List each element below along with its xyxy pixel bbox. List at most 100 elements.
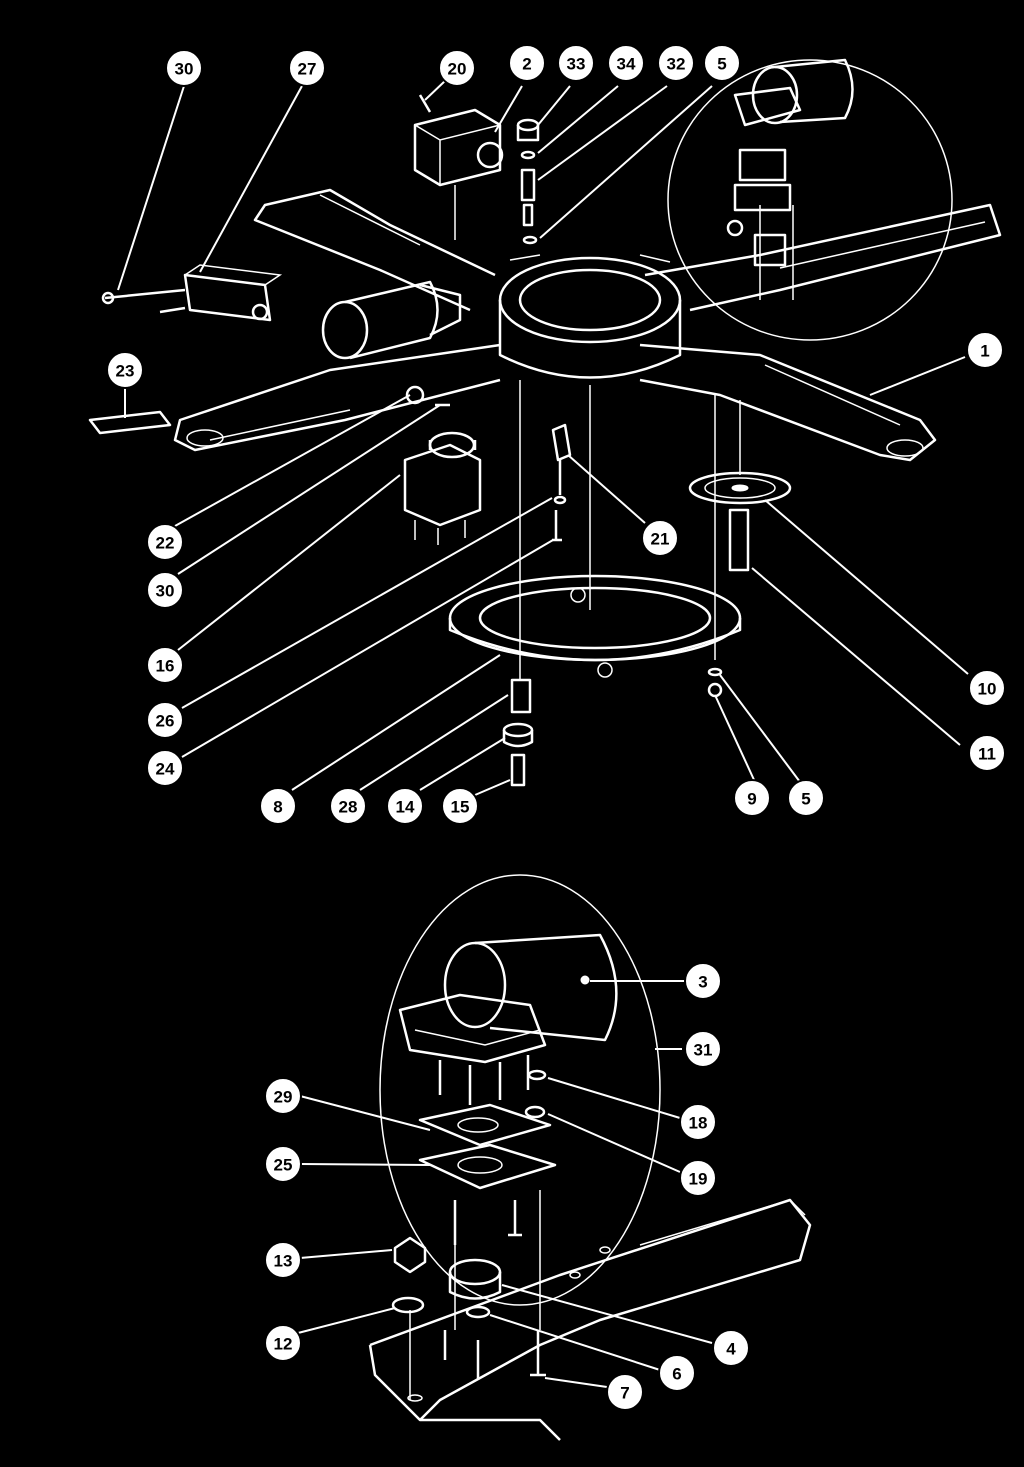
part-plate-29 xyxy=(418,1103,552,1147)
callout-11: 11 xyxy=(968,734,1006,772)
callout-6: 6 xyxy=(658,1354,696,1392)
callout-24: 24 xyxy=(146,749,184,787)
callout-20: 20 xyxy=(438,49,476,87)
svg-text:33: 33 xyxy=(567,55,586,74)
callout-34: 34 xyxy=(607,44,645,82)
part-shaft-11 xyxy=(728,508,750,572)
svg-text:34: 34 xyxy=(617,55,636,74)
svg-text:9: 9 xyxy=(747,790,756,809)
part-screw-30a xyxy=(104,288,186,300)
part-pinion-4 xyxy=(448,1258,502,1300)
svg-text:19: 19 xyxy=(689,1170,708,1189)
svg-text:18: 18 xyxy=(689,1114,708,1133)
callout-3: 3 xyxy=(684,962,722,1000)
part-arm-lower xyxy=(368,1198,812,1441)
part-washer-22 xyxy=(405,385,425,405)
part-washer-5b xyxy=(707,667,723,677)
detail-magnifier-circle xyxy=(667,59,953,341)
svg-text:28: 28 xyxy=(339,798,358,817)
svg-text:3: 3 xyxy=(698,973,707,992)
callouts: 30 27 20 2 33 34 32 5 1 23 22 30 16 26 2… xyxy=(106,44,1006,1411)
callout-32: 32 xyxy=(657,44,695,82)
part-gear-10 xyxy=(688,471,792,505)
part-motor-3 xyxy=(443,933,618,1042)
svg-text:13: 13 xyxy=(274,1252,293,1271)
svg-text:20: 20 xyxy=(448,60,467,79)
svg-text:30: 30 xyxy=(175,60,194,79)
detail-motor-small xyxy=(726,58,854,300)
svg-text:31: 31 xyxy=(694,1041,713,1060)
part-bracket-27 xyxy=(183,264,283,322)
callout-4: 4 xyxy=(712,1329,750,1367)
part-relay-16 xyxy=(403,431,482,545)
callout-9: 9 xyxy=(733,779,771,817)
part-ring-plate-8 xyxy=(448,574,742,678)
part-drive-motor xyxy=(321,280,462,360)
svg-text:5: 5 xyxy=(801,790,810,809)
callout-5-upper: 5 xyxy=(703,44,741,82)
callout-7: 7 xyxy=(606,1373,644,1411)
callout-28: 28 xyxy=(329,787,367,825)
part-screw-20 xyxy=(418,94,432,113)
part-nut-13 xyxy=(393,1236,427,1274)
svg-text:23: 23 xyxy=(116,362,135,381)
callout-31: 31 xyxy=(684,1030,722,1068)
callout-15: 15 xyxy=(441,787,479,825)
detail-outline-31 xyxy=(379,874,661,1306)
part-nut-9 xyxy=(707,682,723,698)
callout-30-lower: 30 xyxy=(146,571,184,609)
svg-text:1: 1 xyxy=(980,342,989,361)
callout-5-lower: 5 xyxy=(787,779,825,817)
callout-1: 1 xyxy=(966,331,1004,369)
part-bolt-stack xyxy=(516,118,540,245)
callout-13: 13 xyxy=(264,1241,302,1279)
callout-14: 14 xyxy=(386,787,424,825)
svg-text:32: 32 xyxy=(667,55,686,74)
part-gearbox xyxy=(398,993,547,1105)
part-link-21 xyxy=(551,423,572,542)
lower-detail xyxy=(368,874,812,1441)
cross-frame xyxy=(173,188,1002,462)
svg-text:22: 22 xyxy=(156,534,175,553)
callout-8: 8 xyxy=(259,787,297,825)
leader-lines xyxy=(117,79,969,1388)
svg-text:27: 27 xyxy=(298,60,317,79)
callout-33: 33 xyxy=(557,44,595,82)
callout-16: 16 xyxy=(146,646,184,684)
callout-26: 26 xyxy=(146,701,184,739)
svg-text:10: 10 xyxy=(978,680,997,699)
svg-text:30: 30 xyxy=(156,582,175,601)
svg-text:7: 7 xyxy=(620,1384,629,1403)
svg-text:15: 15 xyxy=(451,798,470,817)
callout-18: 18 xyxy=(679,1103,717,1141)
svg-text:29: 29 xyxy=(274,1088,293,1107)
svg-text:26: 26 xyxy=(156,712,175,731)
callout-29: 29 xyxy=(264,1077,302,1115)
callout-23: 23 xyxy=(106,351,144,389)
svg-text:2: 2 xyxy=(522,55,531,74)
svg-text:11: 11 xyxy=(978,745,996,764)
svg-text:25: 25 xyxy=(274,1156,293,1175)
svg-text:4: 4 xyxy=(726,1340,736,1359)
upper-assembly xyxy=(88,58,1002,787)
callout-10: 10 xyxy=(968,669,1006,707)
part-spacer-stack xyxy=(502,678,534,787)
part-label-23 xyxy=(88,410,172,435)
part-washer-12 xyxy=(391,1296,425,1314)
svg-text:16: 16 xyxy=(156,657,175,676)
callout-2: 2 xyxy=(508,44,546,82)
callout-22: 22 xyxy=(146,523,184,561)
callout-27: 27 xyxy=(288,49,326,87)
callout-25: 25 xyxy=(264,1145,302,1183)
svg-text:8: 8 xyxy=(273,798,282,817)
svg-text:14: 14 xyxy=(396,798,415,817)
part-switch-box xyxy=(413,108,504,187)
svg-text:5: 5 xyxy=(717,55,726,74)
svg-text:6: 6 xyxy=(672,1365,681,1384)
svg-text:12: 12 xyxy=(274,1335,293,1354)
callout-30-upper: 30 xyxy=(165,49,203,87)
svg-text:24: 24 xyxy=(156,760,175,779)
svg-text:21: 21 xyxy=(651,530,670,549)
callout-21: 21 xyxy=(641,519,679,557)
